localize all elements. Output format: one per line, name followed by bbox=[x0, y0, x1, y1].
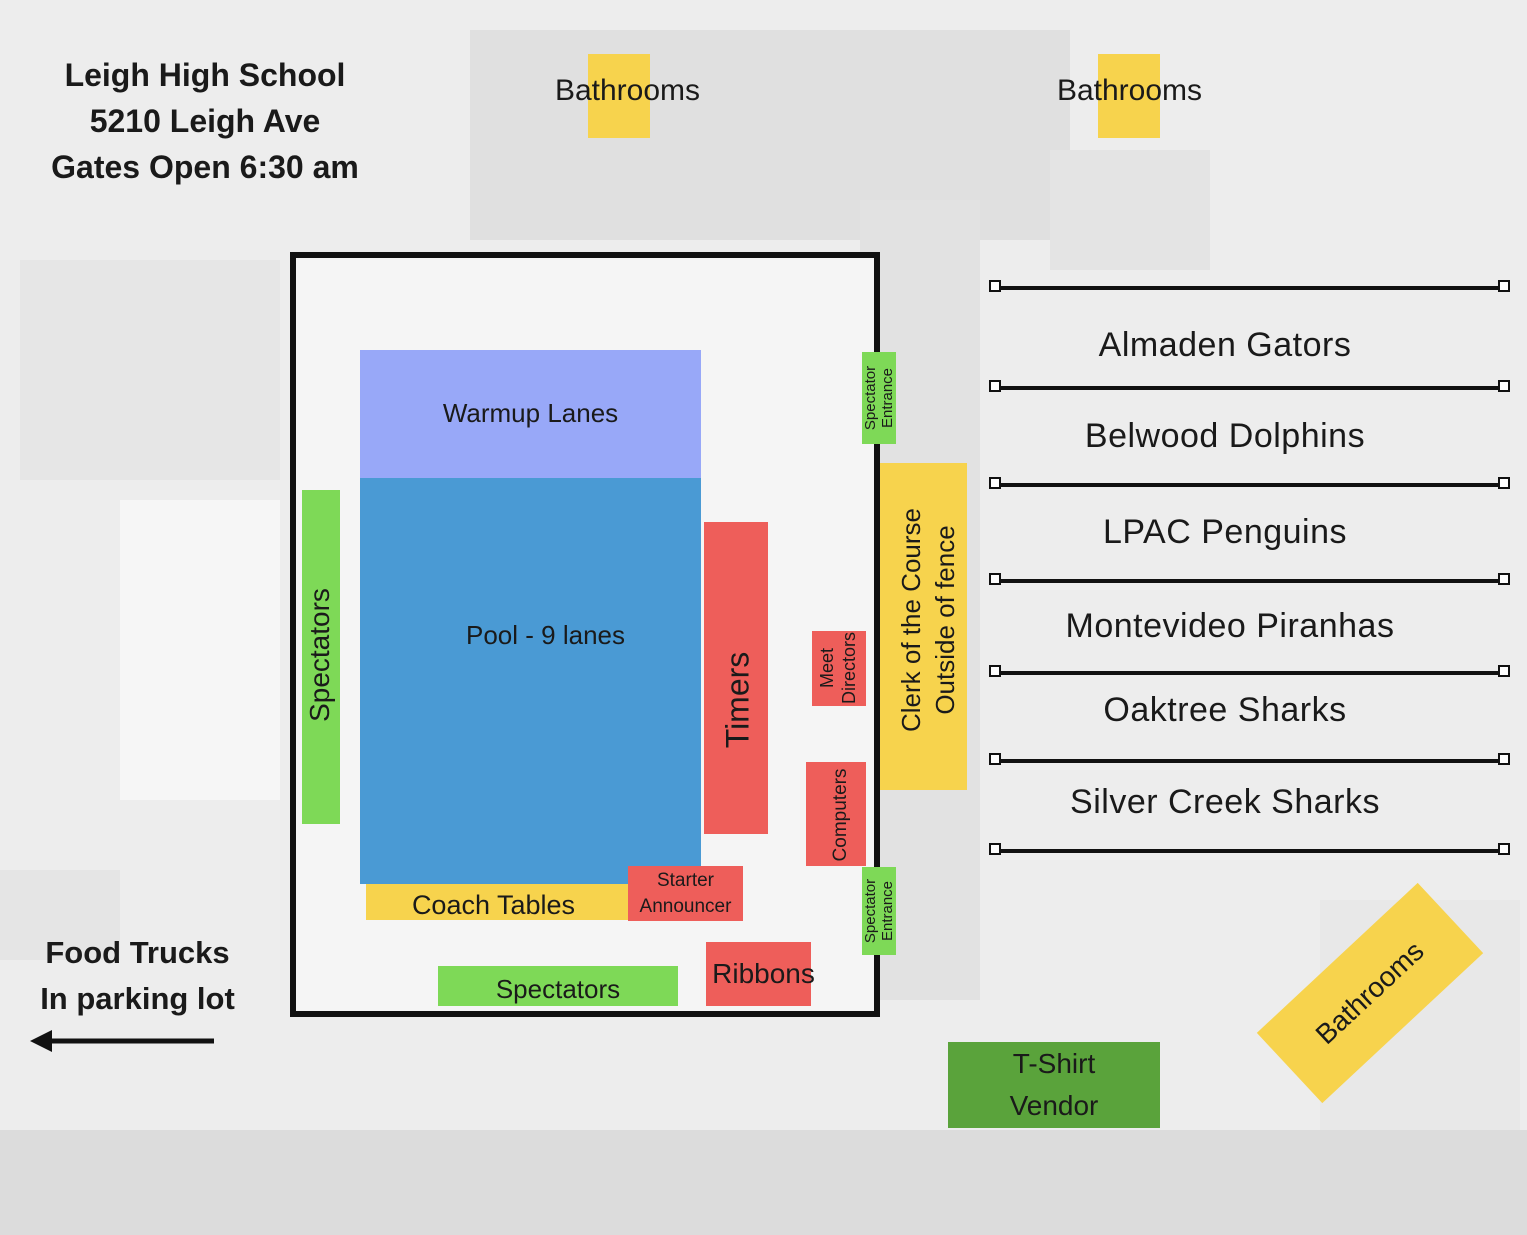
team-area-5: Oaktree Sharks bbox=[1103, 691, 1347, 729]
divider-post bbox=[1498, 843, 1510, 855]
spectator-entrance-top-line1: Spectator bbox=[862, 365, 879, 431]
tshirt-vendor-line1: T-Shirt bbox=[1012, 1048, 1096, 1079]
coach-tables-label: Coach Tables bbox=[411, 890, 576, 920]
background-building bbox=[20, 260, 280, 480]
ribbons-label: Ribbons bbox=[712, 958, 815, 989]
clerk-label-line1: Clerk of the Course bbox=[896, 508, 926, 732]
food-trucks-line1: Food Trucks bbox=[45, 935, 230, 970]
divider-post bbox=[1498, 573, 1510, 585]
spectator-entrance-top-label: Spectator Entrance bbox=[862, 366, 896, 430]
school-address: 5210 Leigh Ave bbox=[89, 103, 321, 139]
spectator-entrance-bottom bbox=[862, 867, 896, 955]
meet-directors-label-line1: Meet bbox=[817, 647, 837, 689]
spectator-entrance-top-line2: Entrance bbox=[879, 367, 896, 429]
spectators-left-label: Spectators bbox=[304, 588, 335, 722]
spectator-entrance-top bbox=[862, 352, 896, 444]
divider-post bbox=[1498, 665, 1510, 677]
announcer-label: Announcer bbox=[639, 895, 732, 917]
tshirt-vendor-area: T-Shirt Vendor bbox=[948, 1042, 1160, 1128]
venue-title: Leigh High School 5210 Leigh Ave Gates O… bbox=[30, 52, 380, 190]
divider-post bbox=[1498, 380, 1510, 392]
spectator-entrance-bottom-line2: Entrance bbox=[879, 880, 896, 942]
competition-pool: Pool - 9 lanes bbox=[360, 478, 701, 884]
divider-post bbox=[989, 843, 1001, 855]
divider-post bbox=[989, 280, 1001, 292]
spectator-entrance-bottom-line1: Spectator bbox=[862, 878, 879, 944]
tshirt-vendor-line2: Vendor bbox=[1009, 1090, 1099, 1121]
starter-announcer-area: Starter Announcer bbox=[628, 866, 743, 921]
bathroom-marker-top-left bbox=[588, 54, 650, 138]
team-divider bbox=[989, 665, 1510, 677]
divider-post bbox=[1498, 753, 1510, 765]
clerk-label-line2: Outside of fence bbox=[930, 525, 960, 715]
bathroom-marker-top-right bbox=[1098, 54, 1160, 138]
clerk-of-course-area bbox=[880, 463, 967, 790]
computers-area bbox=[806, 762, 866, 866]
warmup-lanes-label: Warmup Lanes bbox=[442, 397, 619, 428]
team-area-3: LPAC Penguins bbox=[1102, 513, 1348, 551]
clerk-of-course-label: Clerk of the Course Outside of fence bbox=[894, 508, 962, 732]
background-building bbox=[0, 870, 120, 960]
timers-area bbox=[704, 522, 768, 834]
starter-label: Starter bbox=[656, 869, 715, 891]
team-area-2: Belwood Dolphins bbox=[1084, 417, 1366, 455]
divider-post bbox=[989, 753, 1001, 765]
divider-post bbox=[989, 665, 1001, 677]
bathroom-label-top-left: Bathrooms bbox=[554, 74, 701, 107]
coach-tables-area bbox=[366, 884, 636, 920]
background-building bbox=[120, 500, 280, 800]
meet-directors-label-line2: Directors bbox=[839, 631, 859, 705]
divider-post bbox=[989, 477, 1001, 489]
background-building bbox=[470, 30, 1070, 240]
spectators-left-area bbox=[302, 490, 340, 824]
team-divider bbox=[989, 843, 1510, 855]
team-divider bbox=[989, 753, 1510, 765]
divider-post bbox=[1498, 280, 1510, 292]
spectator-entrance-bottom-label: Spectator Entrance bbox=[862, 879, 896, 943]
warmup-lanes: Warmup Lanes bbox=[360, 350, 701, 478]
divider-post bbox=[1498, 477, 1510, 489]
team-divider bbox=[989, 380, 1510, 392]
background-building bbox=[1050, 150, 1210, 270]
team-divider bbox=[989, 477, 1510, 489]
school-name: Leigh High School bbox=[64, 57, 346, 93]
gates-open-time: Gates Open 6:30 am bbox=[51, 149, 359, 185]
pool-label: Pool - 9 lanes bbox=[466, 620, 625, 650]
meet-directors-label: Meet Directors bbox=[816, 632, 860, 704]
arrow-left-icon bbox=[30, 1030, 214, 1052]
team-area-6: Silver Creek Sharks bbox=[1070, 783, 1380, 821]
timers-label: Timers bbox=[719, 651, 756, 749]
team-divider bbox=[989, 573, 1510, 585]
spectators-bottom-label: Spectators bbox=[495, 973, 621, 1004]
ribbons-area: Ribbons bbox=[706, 942, 815, 1006]
team-area-4: Montevideo Piranhas bbox=[1065, 607, 1395, 645]
spectators-bottom-area: Spectators bbox=[438, 966, 678, 1006]
divider-post bbox=[989, 380, 1001, 392]
team-area-1: Almaden Gators bbox=[1098, 326, 1352, 364]
team-divider bbox=[989, 280, 1510, 292]
bathroom-label-top-right: Bathrooms bbox=[1056, 74, 1203, 107]
food-trucks-line2: In parking lot bbox=[40, 981, 235, 1016]
background-ground bbox=[0, 1130, 1527, 1235]
meet-directors-area bbox=[812, 631, 866, 706]
food-trucks-note: Food Trucks In parking lot bbox=[20, 930, 255, 1022]
computers-label: Computers bbox=[830, 768, 851, 862]
divider-post bbox=[989, 573, 1001, 585]
